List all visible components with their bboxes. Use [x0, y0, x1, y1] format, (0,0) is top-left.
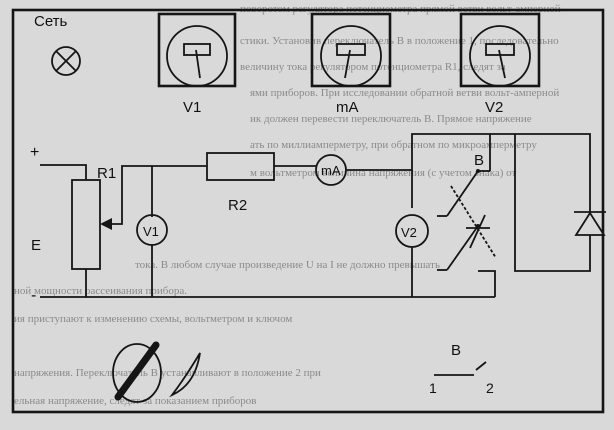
r1-resistor [71, 179, 101, 270]
switch-position-2-label: 2 [486, 380, 494, 396]
diagram-frame [11, 8, 605, 414]
panel-meter-v1-label: V1 [183, 99, 201, 116]
bg-text-line: ельная напряжение, следят за показанием … [14, 395, 256, 407]
plus-wire [40, 164, 87, 180]
ma-out-wire [346, 133, 470, 171]
r2-label: R2 [228, 197, 247, 214]
v2-voltmeter-label: V2 [401, 225, 417, 240]
switch-position-1-label: 1 [429, 380, 437, 396]
bg-text-line: стики. Установив переключатель В в полож… [240, 35, 559, 47]
switch-detail-label: B [451, 342, 461, 359]
network-label: Сеть [34, 13, 68, 30]
bg-text-line: ями приборов. При исследовании обратной … [250, 87, 559, 99]
bg-text-line: напряжения. Переключатель В устанавливаю… [14, 367, 321, 379]
plus-terminal-label: + [30, 144, 39, 161]
bg-text-line: тока. В любом случае произведение U на I… [135, 259, 440, 271]
panel-meter-v2 [459, 12, 541, 88]
milliammeter-label: mA [321, 163, 341, 178]
source-label: E [31, 237, 41, 254]
bg-text-line: ик должен перевести переключатель В. Пря… [250, 113, 532, 125]
bg-text-line: ать по миллиамперметру, при обратном по … [250, 139, 537, 151]
r1-wiper-arrow-icon [100, 218, 112, 230]
bg-text-line: ия приступают к изменению схемы, вольтме… [14, 313, 292, 325]
bg-text-line: величину тока регулятором потенциометра … [240, 61, 506, 73]
network-lamp-icon [51, 46, 81, 76]
bg-text-line: ной мощности рассеивания прибора. [14, 285, 187, 297]
knob-icon [112, 341, 162, 403]
wiper-wire [112, 165, 152, 225]
panel-meter-ma [310, 12, 392, 88]
pointer-blade-icon [169, 352, 201, 398]
minus-terminal-label: - [31, 287, 36, 304]
switch-label: B [474, 152, 484, 169]
switch-bottom-wire [490, 270, 496, 297]
diode-loop-wire [514, 134, 591, 272]
v1-voltmeter-label: V1 [143, 224, 159, 239]
r1-label: R1 [97, 165, 116, 182]
panel-meter-v2-label: V2 [485, 99, 503, 116]
diode-top-wire [490, 133, 591, 186]
switch-detail-icon [434, 361, 487, 376]
panel-meter-v1 [157, 12, 237, 88]
panel-meter-ma-label: mA [336, 99, 359, 116]
switch-b [437, 169, 497, 272]
diode-icon [574, 211, 606, 251]
